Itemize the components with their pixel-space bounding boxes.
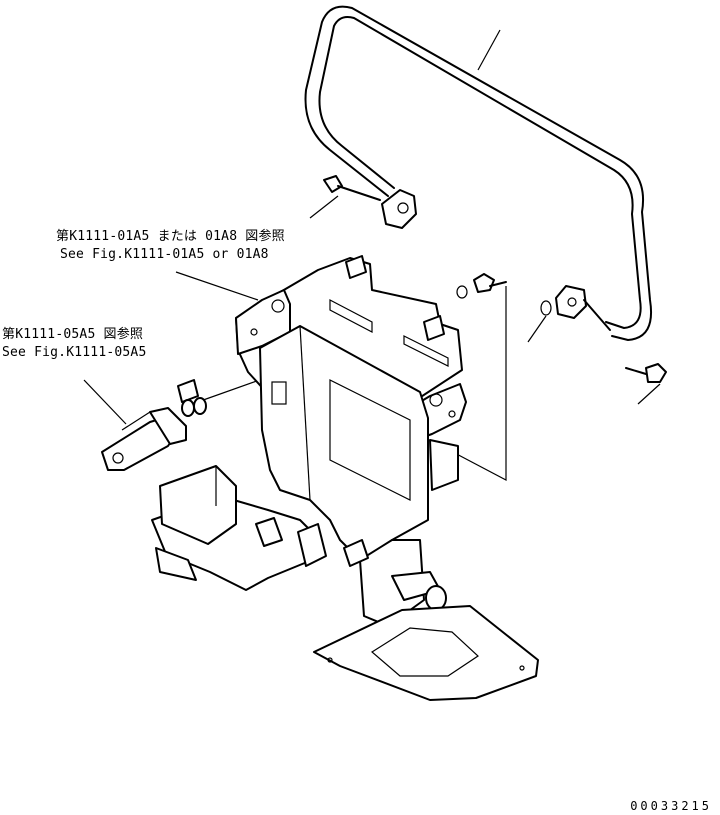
base-plate xyxy=(313,605,539,701)
leader-bolt-left xyxy=(309,195,339,219)
ref-label-05a5-jp: 第K1111-05A5 図参照 xyxy=(2,327,144,342)
ref-label-01a5-jp: 第K1111-01A5 または 01A8 図参照 xyxy=(56,229,285,244)
bolt-lower-right xyxy=(540,300,667,383)
leader-washer xyxy=(527,315,547,343)
spacer-parts xyxy=(177,379,207,417)
ref-label-01a5-en: See Fig.K1111-01A5 or 01A8 xyxy=(60,247,269,262)
frame-bracket xyxy=(235,255,467,627)
drawing-number: 00033215 xyxy=(630,799,712,813)
ref-label-05a5-en: See Fig.K1111-05A5 xyxy=(2,345,147,360)
bolt-left xyxy=(323,175,381,201)
floor-plate xyxy=(151,465,369,591)
leader-handrail xyxy=(477,29,501,71)
lock-lever xyxy=(101,407,187,471)
leader-fig-05a5 xyxy=(83,379,127,425)
leader-fig-01a5 xyxy=(175,271,259,301)
handrail xyxy=(304,5,652,341)
leader-bolt-lower xyxy=(637,383,661,405)
bolt-right xyxy=(456,273,507,299)
